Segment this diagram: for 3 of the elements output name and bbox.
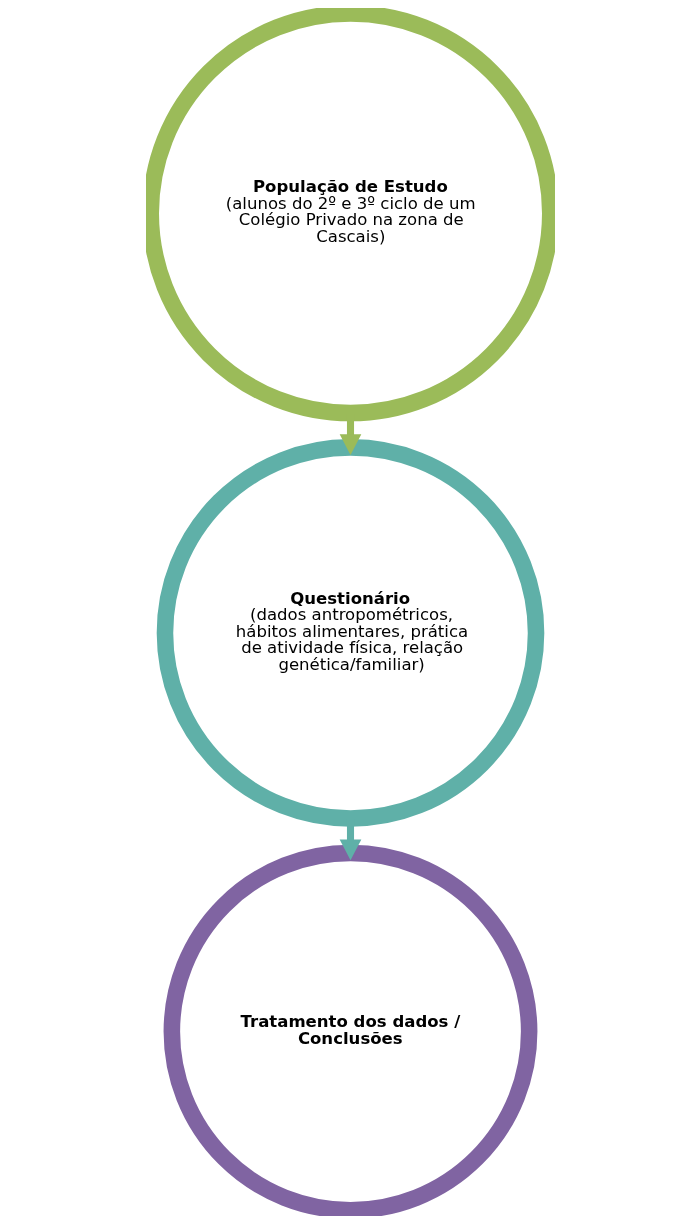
- node-circle: Questionário (dados antropométricos, hábitos alimentares, prática de atividade física, relação genética/familiar): [156, 439, 544, 827]
- node-circle: Tratamento dos dados / Conclusões: [163, 844, 537, 1216]
- node-circle: População de Estudo (alunos do 2º e 3º ciclo de um Colégio Privado na zona de Cascais): [145, 8, 555, 422]
